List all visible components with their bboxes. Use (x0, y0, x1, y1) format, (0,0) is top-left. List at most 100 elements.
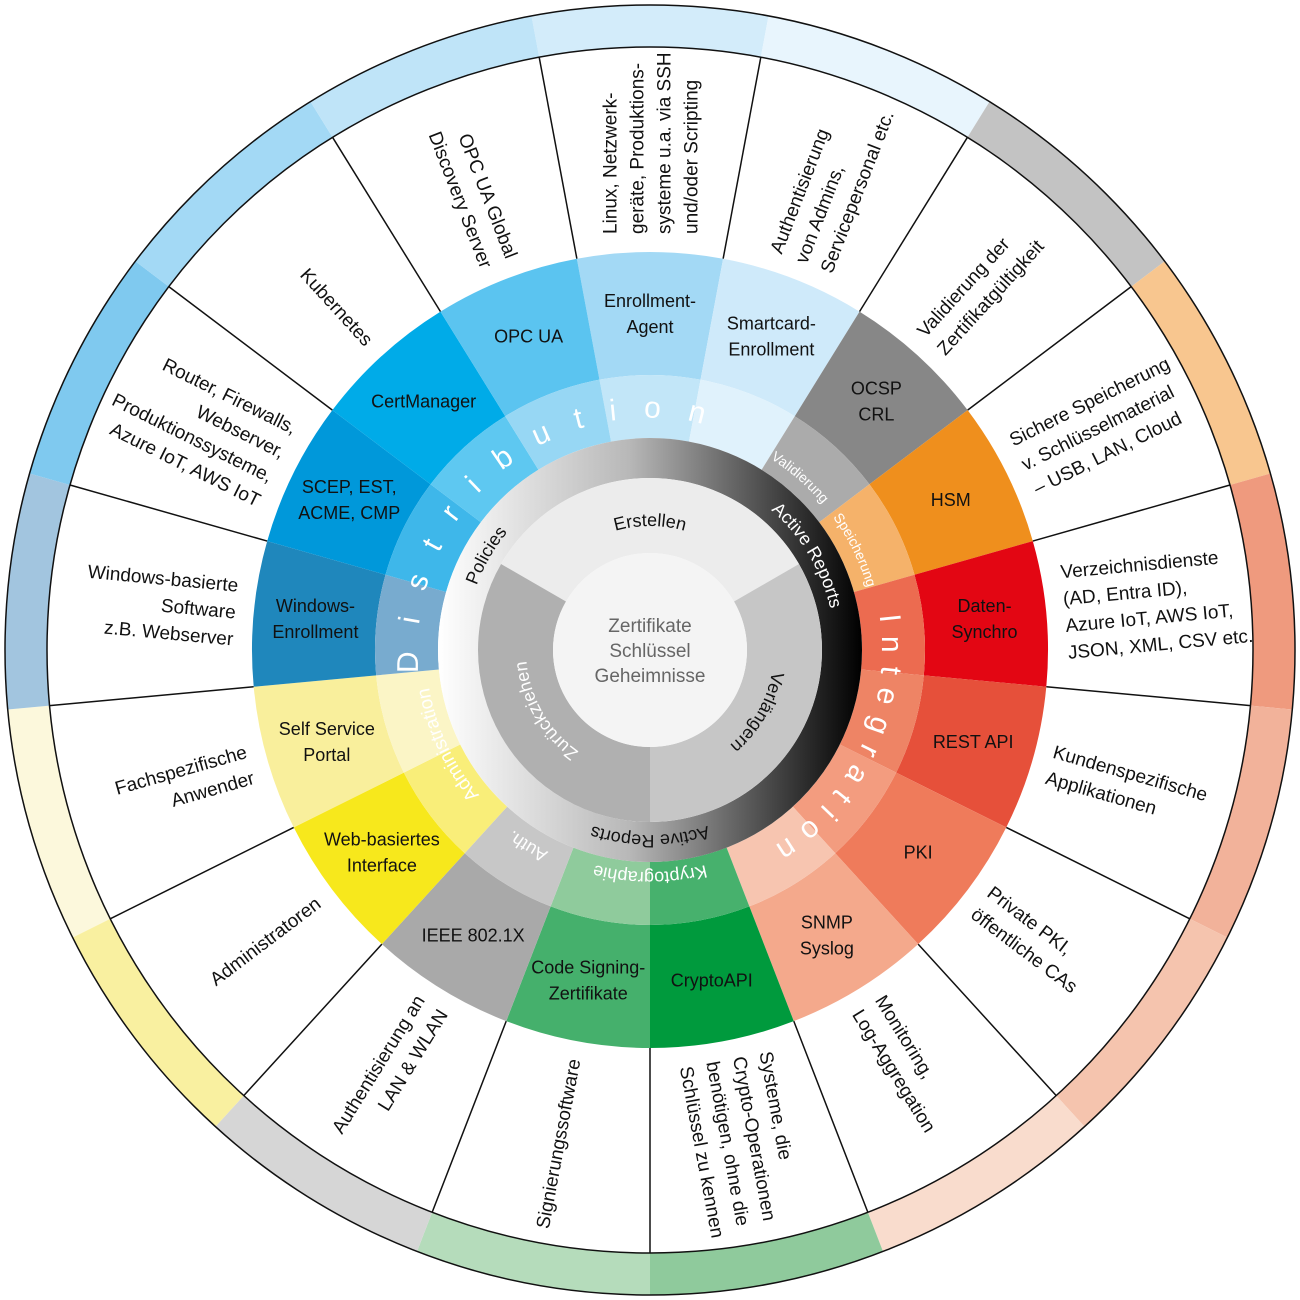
component-label: REST API (933, 732, 1014, 752)
segment-description: Systeme, dieCrypto-Operationenbenötigen,… (675, 1050, 807, 1240)
component-segment-fill (253, 675, 404, 828)
component-label-line: PKI (904, 842, 933, 862)
reports-gradient-ring (438, 438, 862, 862)
component-label: OPC UA (494, 327, 563, 347)
component-label-line: ACME, CMP (298, 503, 400, 523)
outer-band-segment (7, 705, 111, 938)
segment-divider (49, 685, 254, 707)
segment-divider (1046, 685, 1251, 707)
component-label-line: IEEE 802.1X (422, 926, 525, 946)
component-segment: REST API (896, 675, 1047, 828)
component-segment-fill (252, 541, 386, 687)
center-line: Zertifikate (608, 616, 691, 637)
category-band-segment (839, 669, 924, 773)
component-segment-fill (332, 311, 506, 485)
component-label-line: Web-basiertes (324, 829, 440, 849)
category-band-segment (853, 574, 925, 676)
component-segment: Daten- Synchro (914, 541, 1048, 687)
component-label-line: HSM (931, 490, 971, 510)
lifecycle-sector (478, 564, 650, 823)
outer-band-segment (531, 4, 769, 58)
center-disc (553, 553, 747, 747)
component-label: SCEP, EST, ACME, CMP (298, 477, 400, 523)
outer-band-segment (1229, 473, 1296, 710)
component-label-line: Enrollment- (604, 291, 696, 311)
component-label-line: REST API (933, 732, 1014, 752)
category-band-segment (650, 847, 750, 925)
component-segment-fill (440, 258, 600, 417)
category-band-segment (819, 484, 915, 592)
segment-description: Linux, Netzwerk-geräte, Produktions-syst… (601, 52, 703, 234)
component-label-line: Zertifikate (549, 983, 628, 1003)
component-segment-fill (749, 853, 919, 1022)
component-label-line: Portal (303, 745, 350, 765)
segment-divider (1032, 484, 1231, 542)
category-band-segment (726, 806, 836, 907)
component-label-line: Code Signing- (531, 957, 645, 977)
category-band-segment (550, 847, 650, 925)
component-label: CryptoAPI (671, 970, 753, 990)
outer-band-segment (29, 261, 169, 485)
segment-divider (967, 286, 1132, 411)
segment-divider (243, 943, 383, 1097)
component-label-line: Enrollment (728, 340, 814, 360)
component-segment-fill (914, 541, 1048, 687)
component-segment-fill (794, 311, 968, 485)
component-label: Windows- Enrollment (272, 596, 358, 642)
category-band-segment (403, 744, 508, 854)
component-segment: Enrollment- Agent (576, 252, 724, 380)
category-band-segment (375, 574, 447, 676)
component-label-line: Interface (347, 855, 417, 875)
component-segment-fill (835, 772, 1007, 945)
category-band-segment (376, 669, 461, 773)
component-label-line: Enrollment (272, 622, 358, 642)
component-segment-fill (381, 853, 551, 1022)
component-label-line: Daten- (958, 596, 1012, 616)
outer-band-segment (416, 1212, 650, 1295)
component-label-line: OPC UA (494, 327, 563, 347)
component-segment: PKI (835, 772, 1007, 945)
outer-band-segment (135, 101, 333, 287)
component-label-line: SCEP, EST, (302, 477, 397, 497)
outer-border (4, 4, 1296, 1296)
category-band-segment (599, 375, 701, 442)
component-segment-fill (293, 772, 465, 945)
category-band-segment (385, 484, 481, 592)
component-label-line: Self Service (279, 719, 375, 739)
lifecycle-sector (501, 478, 799, 602)
segment-divider (168, 286, 333, 411)
component-segment: Code Signing- Zertifikate (506, 906, 650, 1048)
component-label-line: Agent (626, 317, 673, 337)
outer-band-segment (1131, 261, 1271, 485)
component-label-line: Windows- (276, 596, 355, 616)
center-line: Schlüssel (609, 641, 690, 662)
segment-divider (331, 136, 442, 313)
component-label: Daten- Synchro (952, 596, 1018, 642)
outer-band-segment (1189, 705, 1293, 938)
segment-divider (69, 484, 268, 542)
component-label: Smartcard- Enrollment (727, 314, 816, 360)
component-segment-fill (267, 410, 431, 575)
component-segment: CryptoAPI (650, 906, 794, 1048)
category-band-segment (761, 416, 870, 523)
component-segment-fill (506, 906, 650, 1048)
outer-band-segment (650, 1212, 884, 1295)
component-label: CertManager (371, 392, 476, 412)
segment-divider (722, 57, 762, 259)
component-label-line: Smartcard- (727, 314, 816, 334)
outer-band-segment (310, 15, 540, 138)
description-line: Linux, Netzwerk- (601, 93, 622, 235)
segment-divider (109, 826, 295, 920)
description-line: und/oder Scripting (682, 80, 703, 234)
component-label-line: Synchro (952, 622, 1018, 642)
